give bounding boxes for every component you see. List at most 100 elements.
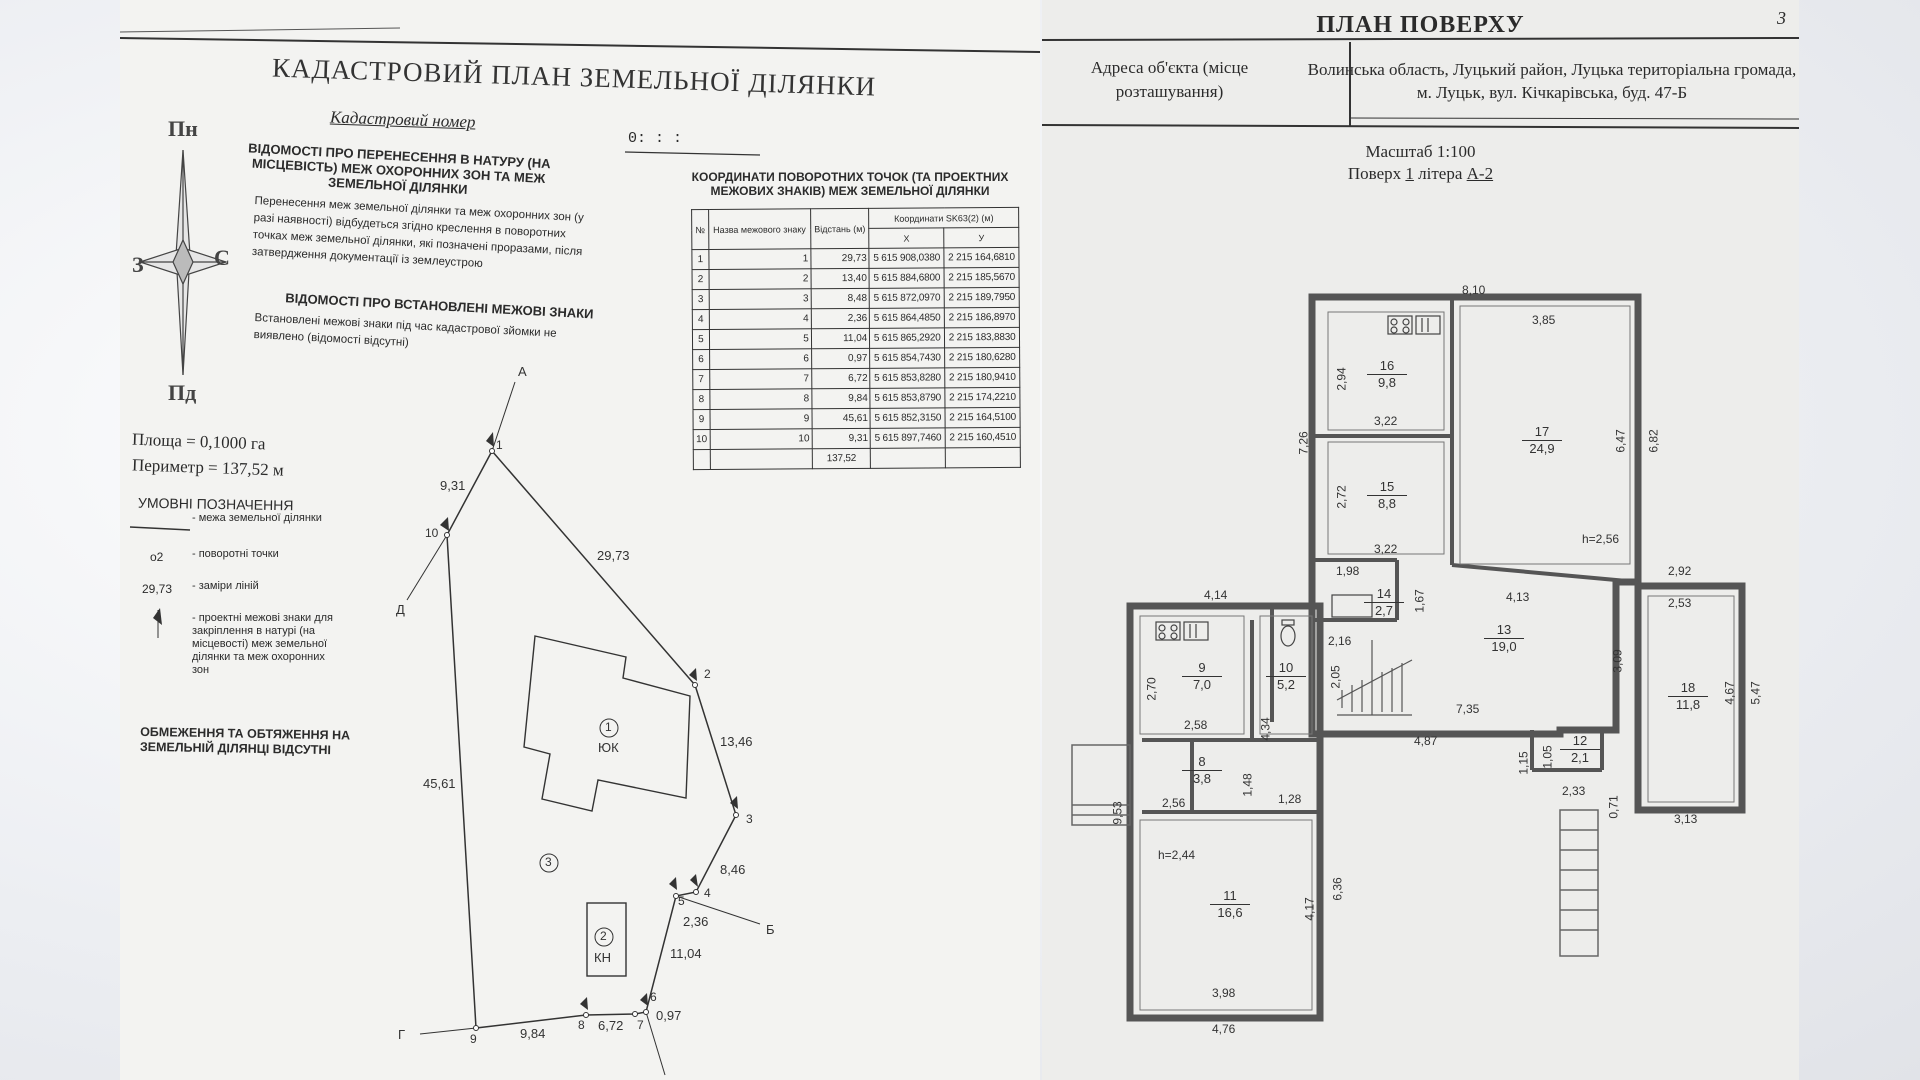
coords-cell-dist: 13,40	[810, 268, 870, 289]
point-label-3: 3	[746, 812, 753, 826]
dim-3-85: 3,85	[1532, 313, 1556, 327]
coords-cell-n: 8	[692, 389, 710, 410]
compass-north-label: Пн	[168, 116, 198, 141]
point-label-8: 8	[578, 1018, 585, 1032]
toilet-icon	[1280, 619, 1296, 647]
coords-cell-dist: 9,84	[811, 388, 871, 409]
coords-header-dist: Відстань (м)	[810, 208, 870, 249]
dim-2-70: 2,70	[1144, 677, 1159, 701]
turning-points	[444, 448, 739, 1031]
dim-4-13: 4,13	[1506, 590, 1530, 604]
coords-cell-n: 9	[692, 409, 710, 430]
point-label-1: 1	[496, 438, 503, 452]
coords-cell-dist: 8,48	[810, 288, 870, 309]
dim-2-58: 2,58	[1184, 718, 1208, 732]
dim-2-72: 2,72	[1334, 485, 1349, 509]
dim-4-34: 4,34	[1258, 717, 1273, 741]
dim-2-05: 2,05	[1328, 665, 1343, 689]
dim-2-56: 2,56	[1162, 796, 1186, 810]
segment-length-5-6: 11,04	[670, 946, 702, 961]
external-stairs	[1071, 744, 1599, 957]
coords-cell-x: 5 615 853,8790	[870, 387, 946, 409]
coords-cell-n: 10	[693, 429, 711, 450]
height-label-main: h=2,56	[1582, 532, 1620, 546]
segment-length-8-9: 9,84	[520, 1026, 546, 1041]
coords-cell-y: 2 215 180,9410	[944, 367, 1020, 388]
compass-east-label: С	[214, 245, 230, 270]
point-label-6: 6	[650, 990, 657, 1004]
building-1-outline	[523, 635, 691, 812]
segment-length-1-2: 29,73	[597, 548, 630, 563]
segment-length-2-3: 13,46	[720, 734, 753, 749]
page-number: 3	[1777, 8, 1786, 28]
coords-cell-dist: 2,36	[811, 308, 870, 329]
coords-header-x: X	[869, 227, 945, 249]
point-label-4: 4	[704, 886, 711, 900]
direction-label-b: Б	[766, 922, 775, 937]
dim-8-10: 8,10	[1462, 283, 1486, 297]
letter-prefix: літера	[1413, 164, 1467, 183]
coords-cell-y: 2 215 164,6810	[944, 247, 1020, 268]
floor-number: 1	[1405, 164, 1414, 183]
stove-icon	[1155, 621, 1181, 641]
coords-cell-n: 3	[692, 289, 710, 310]
coords-cell-y: 2 215 160,4510	[945, 427, 1021, 448]
stove-icon	[1387, 315, 1413, 335]
direction-lines	[406, 381, 761, 1076]
bath-icon	[1331, 594, 1373, 618]
dim-1-98: 1,98	[1336, 564, 1360, 578]
coords-cell-name: 7	[709, 368, 812, 390]
cadastral-plan-sheet: КАДАСТРОВИЙ ПЛАН ЗЕМЕЛЬНОЇ ДІЛЯНКИ Кадас…	[120, 0, 1040, 1080]
dim-1-15: 1,15	[1516, 751, 1531, 775]
top-rule	[120, 37, 1040, 53]
parcel-number: 3	[545, 855, 552, 869]
dim-4-17: 4,17	[1302, 897, 1317, 921]
floor-plan-partitions	[1142, 300, 1639, 814]
legend-symbol-length: 29,73	[142, 582, 173, 596]
survey-markers	[440, 432, 738, 1010]
staircase	[1336, 640, 1413, 716]
dim-2-94: 2,94	[1334, 367, 1349, 391]
dim-1-05: 1,05	[1540, 745, 1555, 769]
dim-3-98: 3,98	[1212, 986, 1236, 1000]
dim-4-67: 4,67	[1722, 681, 1737, 705]
legend-marker-icon	[153, 608, 162, 638]
coords-cell-x: 5 615 865,2920	[869, 327, 945, 349]
coords-cell-n: 1	[691, 249, 709, 270]
coords-cell-y: 2 215 183,8830	[944, 327, 1020, 348]
coords-cell-y: 2 215 174,2210	[945, 387, 1020, 408]
coords-cell-x: 5 615 897,7460	[870, 427, 946, 449]
dim-1-67: 1,67	[1412, 589, 1427, 613]
legend-title: УМОВНІ ПОЗНАЧЕННЯ	[137, 494, 294, 514]
coords-cell-name: 1	[708, 248, 811, 270]
legend-boundary-line	[129, 526, 191, 531]
coordinates-table: № Назва межового знаку Відстань (м) Коор…	[691, 207, 1021, 470]
dim-1-28: 1,28	[1278, 792, 1302, 806]
segment-length-3-4: 8,46	[720, 862, 746, 877]
coords-cell-dist: 0,97	[811, 348, 871, 369]
coords-cell-dist: 45,61	[811, 408, 871, 429]
coords-cell-name: 9	[709, 408, 812, 430]
point-label-2: 2	[704, 667, 711, 681]
coords-cell-x: 5 615 884,6800	[869, 267, 945, 289]
coords-header-name: Назва межового знаку	[708, 208, 811, 250]
segment-length-7-8: 6,72	[598, 1018, 624, 1033]
parcel-boundary	[446, 449, 737, 1029]
dim-7-26: 7,26	[1296, 431, 1311, 455]
coords-cell-name: 4	[709, 308, 812, 330]
floor-plan-drawing	[1042, 37, 1799, 1022]
dim-6-47: 6,47	[1613, 429, 1628, 453]
coords-cell-dist: 29,73	[810, 248, 870, 269]
dim-2-16: 2,16	[1328, 634, 1352, 648]
dim-3-22-bottom: 3,22	[1374, 542, 1398, 556]
